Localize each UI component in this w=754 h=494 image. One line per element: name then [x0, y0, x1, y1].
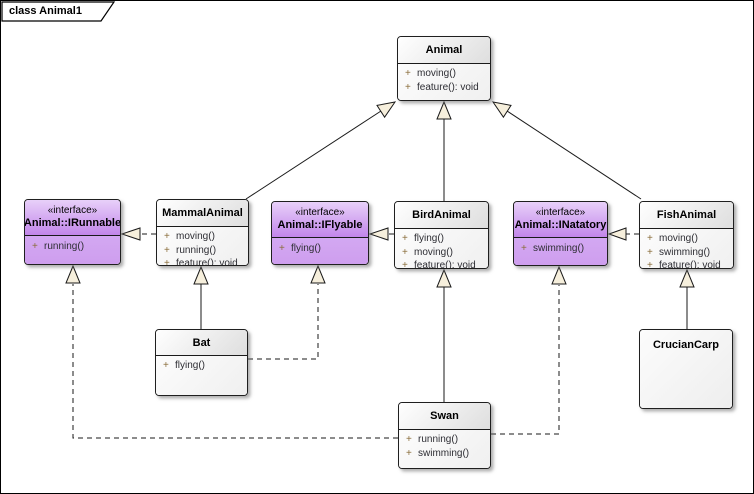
class-name: Bat — [156, 330, 247, 355]
class-mammalanimal[interactable]: MammalAnimal +moving() +running() +featu… — [156, 199, 249, 266]
class-swan[interactable]: Swan +running() +swimming() — [398, 402, 491, 469]
class-fishanimal[interactable]: FishAnimal +moving() +swimming() +featur… — [639, 201, 734, 269]
frame-title-tab — [1, 1, 116, 22]
interface-inatatory[interactable]: «interface» Animal::INatatory +swimming(… — [513, 201, 608, 266]
interface-iflyable[interactable]: «interface» Animal::IFlyable +flying() — [271, 201, 369, 265]
stereotype-label: «interface» — [295, 207, 345, 218]
class-name: Swan — [399, 403, 490, 429]
generalization-bat-mammalanimal[interactable] — [193, 265, 209, 329]
interface-name: Animal::IRunnable — [24, 217, 121, 229]
method-row: +feature(): void — [405, 81, 479, 93]
interface-irunnable[interactable]: «interface» Animal::IRunnable +running() — [24, 199, 121, 265]
realization-birdanimal-iflyable[interactable] — [368, 227, 394, 241]
realization-swan-inatatory[interactable] — [491, 265, 567, 435]
method-row: +moving() — [647, 233, 698, 244]
class-name: CrucianCarp — [640, 330, 732, 408]
generalization-swan-birdanimal[interactable] — [436, 268, 452, 402]
generalization-fishanimal-animal[interactable] — [491, 101, 642, 200]
method-row: +running() — [164, 244, 217, 256]
method-row: +running() — [32, 241, 85, 252]
method-row: +flying() — [163, 360, 206, 371]
diagram-title: class Animal1 — [9, 5, 82, 17]
method-row: +feature(): void — [647, 260, 721, 269]
method-row: +flying() — [279, 243, 322, 254]
interface-name: Animal::INatatory — [514, 219, 607, 231]
class-name: MammalAnimal — [157, 200, 248, 226]
realization-fishanimal-inatatory[interactable] — [607, 227, 639, 241]
method-row: +moving() — [164, 231, 215, 242]
generalization-birdanimal-animal[interactable] — [436, 100, 452, 201]
realization-swan-irunnable[interactable] — [65, 264, 398, 439]
method-row: +feature(): void — [402, 260, 476, 269]
class-name: Animal — [398, 37, 490, 63]
generalization-cruciancarp-fishanimal[interactable] — [679, 268, 695, 329]
class-bat[interactable]: Bat +flying() — [155, 329, 248, 396]
class-name: BirdAnimal — [395, 202, 488, 228]
stereotype-label: «interface» — [47, 205, 98, 216]
method-row: +flying() — [402, 233, 445, 244]
method-row: +feature(): void — [164, 258, 238, 266]
realization-bat-iflyable[interactable] — [248, 264, 326, 360]
method-row: +swimming() — [406, 447, 470, 459]
method-row: +moving() — [402, 246, 453, 258]
class-name: FishAnimal — [640, 202, 733, 228]
method-row: +swimming() — [521, 243, 585, 254]
interface-name: Animal::IFlyable — [277, 219, 363, 231]
method-row: +running() — [406, 434, 459, 445]
stereotype-label: «interface» — [535, 207, 586, 218]
class-cruciancarp[interactable]: CrucianCarp — [639, 329, 733, 409]
method-row: +moving() — [405, 68, 456, 79]
generalization-mammalanimal-animal[interactable] — [245, 101, 397, 200]
method-row: +swimming() — [647, 246, 711, 258]
class-animal[interactable]: Animal +moving() +feature(): void — [397, 36, 491, 101]
realization-mammalanimal-irunnable[interactable] — [120, 227, 156, 241]
class-birdanimal[interactable]: BirdAnimal +flying() +moving() +feature(… — [394, 201, 489, 269]
